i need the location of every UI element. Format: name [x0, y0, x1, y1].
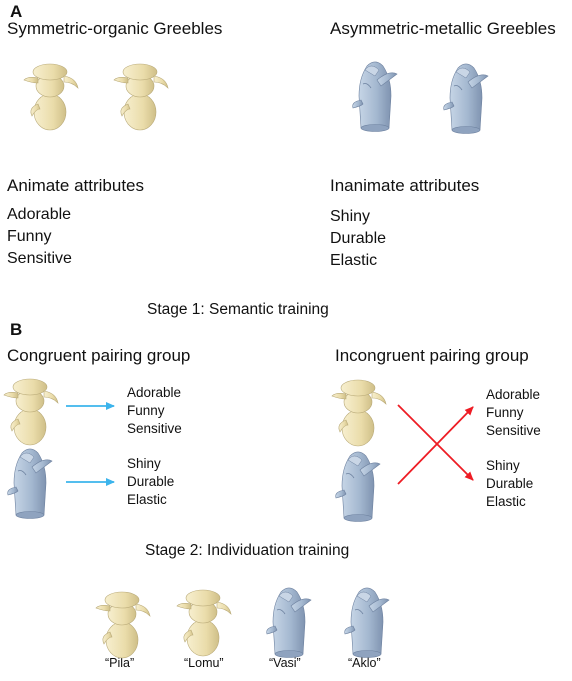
organic-greebles-title: Symmetric-organic Greebles — [7, 19, 223, 38]
greeble-name-label: “Pila” — [105, 656, 135, 670]
animate-attributes-list: Adorable Funny Sensitive — [7, 204, 72, 270]
organic-greeble-2 — [113, 63, 169, 131]
inanimate-attributes-title: Inanimate attributes — [330, 176, 480, 195]
incongruent-arrow-down — [397, 404, 474, 481]
attribute-label: Sensitive — [486, 423, 541, 438]
congruent-group-title: Congruent pairing group — [7, 346, 191, 365]
incongruent-group-title: Incongruent pairing group — [335, 346, 529, 365]
panel-b-label: B — [10, 320, 23, 339]
organic-greeble-congruent — [3, 378, 59, 446]
attribute-label: Elastic — [486, 494, 526, 509]
attribute-label: Funny — [127, 403, 165, 418]
organic-greeble-incongruent — [331, 379, 387, 447]
congruent-inanimate-list: Shiny Durable Elastic — [127, 455, 174, 509]
greeble-aklo — [344, 587, 390, 658]
incongruent-arrow-up — [397, 406, 474, 485]
greeble-vasi — [266, 587, 312, 658]
attribute-label: Elastic — [127, 492, 167, 507]
metallic-greeble-1 — [352, 61, 398, 132]
attribute-label: Durable — [486, 476, 534, 491]
greeble-pila — [95, 591, 151, 659]
greeble-name-label: “Lomu” — [184, 656, 224, 670]
animate-attribute: Adorable — [7, 206, 72, 223]
congruent-animate-list: Adorable Funny Sensitive — [127, 384, 182, 438]
inanimate-attributes-list: Shiny Durable Elastic — [330, 206, 386, 272]
inanimate-attribute: Elastic — [330, 252, 378, 269]
inanimate-attribute: Durable — [330, 230, 387, 247]
metallic-greeble-incongruent — [335, 451, 381, 522]
stage2-title: Stage 2: Individuation training — [145, 542, 350, 559]
attribute-label: Funny — [486, 405, 524, 420]
stage1-title: Stage 1: Semantic training — [147, 301, 329, 318]
attribute-label: Adorable — [486, 387, 541, 402]
metallic-greeble-congruent — [7, 448, 53, 519]
greeble-name-label: “Aklo” — [348, 656, 381, 670]
attribute-label: Shiny — [486, 458, 520, 473]
greeble-name-label: “Vasi” — [269, 656, 301, 670]
metallic-greebles-title: Asymmetric-metallic Greebles — [330, 19, 556, 38]
metallic-greeble-2 — [443, 63, 489, 134]
attribute-label: Adorable — [127, 385, 182, 400]
attribute-label: Durable — [127, 474, 175, 489]
animate-attribute: Sensitive — [7, 250, 72, 267]
panel-a-label: A — [10, 2, 23, 21]
animate-attributes-title: Animate attributes — [7, 176, 145, 195]
greeble-lomu — [176, 589, 232, 657]
organic-greeble-1 — [23, 63, 79, 131]
incongruent-inanimate-list: Shiny Durable Elastic — [486, 457, 533, 511]
attribute-label: Shiny — [127, 456, 161, 471]
animate-attribute: Funny — [7, 228, 52, 245]
inanimate-attribute: Shiny — [330, 208, 371, 225]
incongruent-animate-list: Adorable Funny Sensitive — [486, 386, 541, 440]
attribute-label: Sensitive — [127, 421, 182, 436]
